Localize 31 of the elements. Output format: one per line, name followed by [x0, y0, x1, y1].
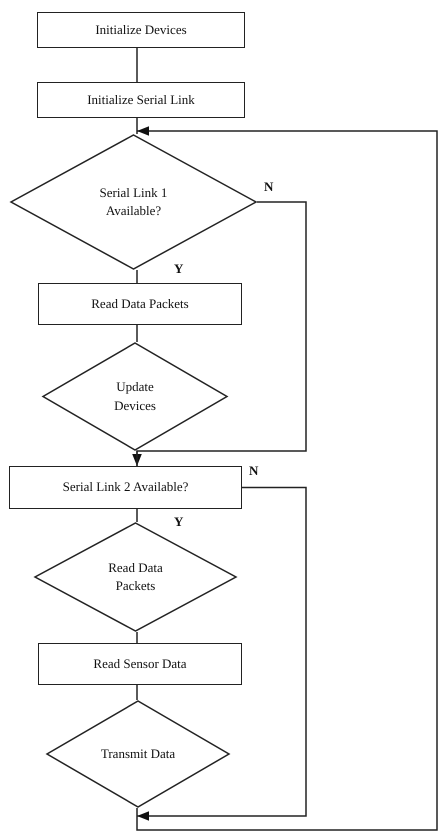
node-text: Update Devices [113, 378, 157, 414]
node-text: Read Data Packets [107, 558, 164, 595]
process-box [38, 643, 242, 685]
connector-line [136, 126, 438, 831]
node-text: Read Sensor Data [93, 654, 187, 673]
process-box [37, 82, 245, 118]
node-text: Transmit Data [100, 744, 176, 763]
connector-line [136, 632, 138, 643]
connector-line [136, 270, 138, 283]
node-text: Read Data Packets [91, 294, 189, 313]
connector-line [136, 48, 138, 82]
connector-line [136, 509, 138, 522]
process-box [37, 12, 245, 48]
edge-label: N [263, 180, 274, 193]
process-box [9, 466, 242, 509]
connector-line [136, 685, 138, 700]
node-text: Initialize Serial Link [87, 90, 195, 109]
node-text: Initialize Devices [95, 20, 187, 39]
node-text: Serial Link 2 Available? [62, 478, 188, 496]
edge-label: N [248, 464, 260, 476]
connector-line [132, 201, 307, 466]
decision-diamond [42, 342, 228, 451]
connector-line [136, 118, 138, 134]
connector-line [136, 451, 138, 466]
decision-diamond [46, 700, 230, 808]
node-text: Serial Link 1 Available? [98, 184, 168, 220]
edge-label: Y [173, 262, 184, 275]
edge-label: Y [173, 515, 184, 528]
connector-line [137, 486, 307, 821]
connector-line [136, 325, 138, 342]
process-box [38, 283, 242, 325]
